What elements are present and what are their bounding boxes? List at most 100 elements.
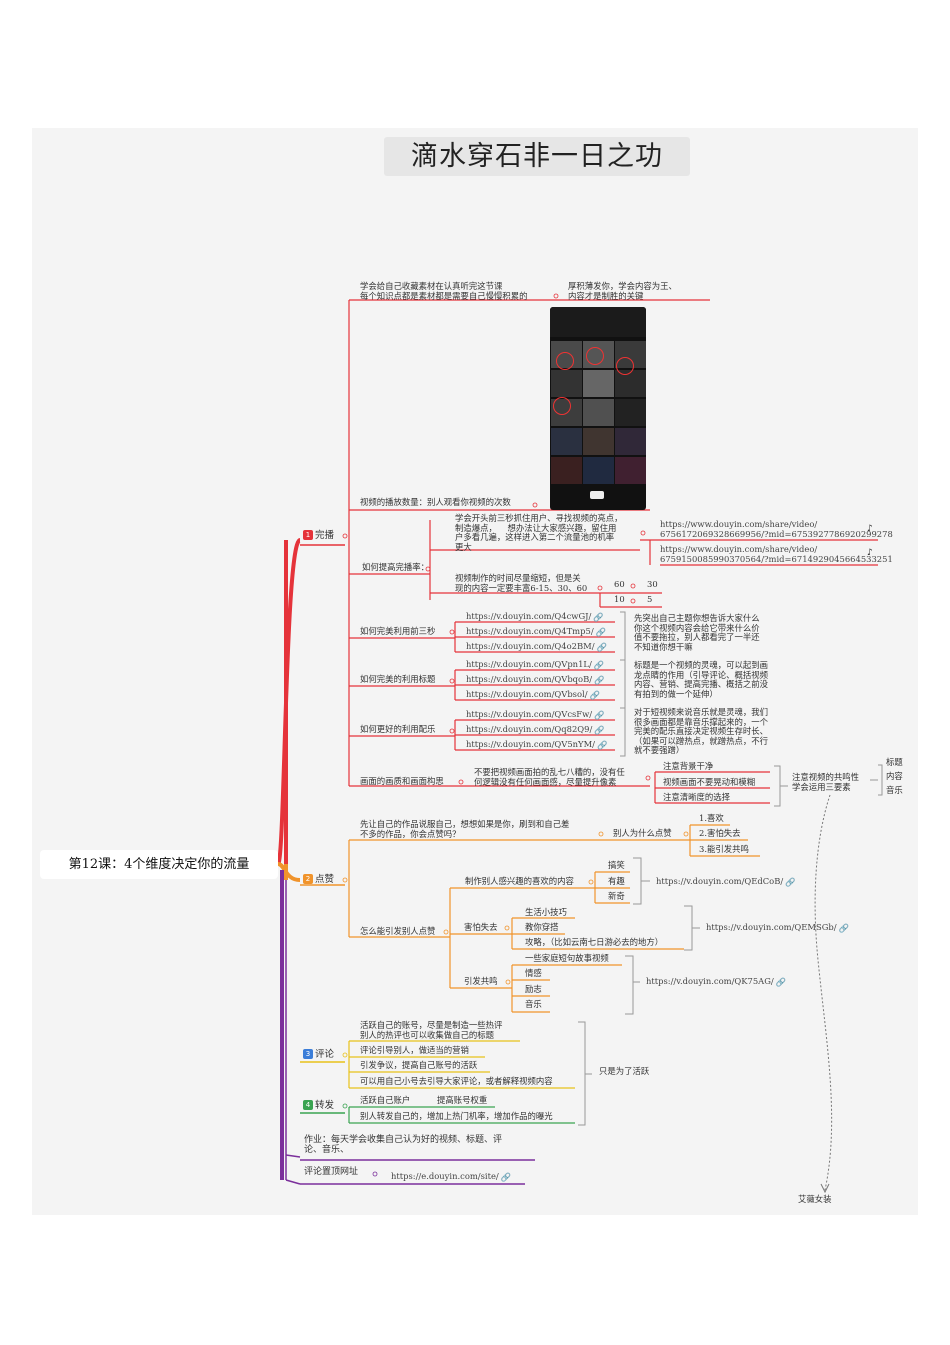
resonate-item: 一些家庭短句故事视频 [525,953,609,963]
fear-node: 害怕失去 [464,922,498,932]
titles-note: 标题是一个视频的灵魂，可以起到画 龙点睛的作用（引导评论、概括视频 内容、营销、… [634,660,768,699]
resonate-item: 情感 [525,968,542,978]
why-item: 1.喜欢 [699,813,724,823]
plays-node: 视频的播放数量：别人观看你视频的次数 [360,497,511,507]
page-title: 滴水穿石非一日之功 [384,137,690,176]
tiktok-icon: ♪ [867,524,873,534]
pin-link[interactable]: https://e.douyin.com/site/🔗 [391,1171,512,1182]
resonance-node: 注意视频的共鸣性 学会运用三要素 [792,772,859,792]
titles-link-2[interactable]: https://v.douyin.com/QVbqoB/🔗 [466,674,605,685]
branch-label: 完播 [315,530,335,541]
resonance-item: 标题 [886,757,903,767]
how-like-node: 怎么能引发别人点赞 [360,926,436,936]
link-icon: 🔗 [500,1172,512,1182]
quality-item: 视频画面不要晃动和模糊 [663,777,756,787]
link-a2[interactable]: https://www.douyin.com/share/video/ 6759… [660,544,893,564]
comment-item: 可以用自己小号去引导大家评论，或者解释视频内容 [360,1076,553,1086]
root-node: 第12课：4个维度决定你的流量 [40,850,278,879]
link-icon: 🔗 [775,977,787,987]
titles-node: 如何完美的利用标题 [360,674,436,684]
improve-a: 学会开头前三秒抓住用户、寻找视频的亮点， 制造爆点， 想办法让大家感兴趣，留住用… [455,513,623,552]
interest-link[interactable]: https://v.douyin.com/QEdCoB/🔗 [656,876,796,887]
music-link-2[interactable]: https://v.douyin.com/Qq82Q9/🔗 [466,724,605,735]
music-link-3[interactable]: https://v.douyin.com/QV5nYM/🔗 [466,739,608,750]
resonate-link[interactable]: https://v.douyin.com/QK75AG/🔗 [646,976,787,987]
improve-b: 视频制作的时间尽量缩短，但是关 现的内容一定要丰富6-15、30、60 [455,573,588,593]
like-question: 先让自己的作品说服自己，想想如果是你，刷到和自己差 不多的作品，你会点赞吗？ [360,819,570,839]
resonance-item: 音乐 [886,785,903,795]
mindmap-canvas [32,128,918,1215]
link-a1[interactable]: https://www.douyin.com/share/video/ 6756… [660,519,893,539]
fear-item: 攻略，（比如云南七日游必去的地方） [525,937,664,947]
resonate-item: 音乐 [525,999,542,1009]
first3-note: 先突出自己主题你想告诉大家什么 你这个视频内容会给它带来什么价 值不要拖拉，别人… [634,613,760,652]
pin-node: 评论置顶网址 [304,1167,359,1177]
resonate-node: 引发共鸣 [464,976,498,986]
improve-node: 如何提高完播率： [362,562,429,572]
share-item: 别人转发自己的，增加上热门机率，增加作品的曝光 [360,1111,553,1121]
resonate-item: 励志 [525,984,542,994]
duration-5: 5 [647,594,653,604]
homework-node: 作业：每天学会收集自己认为好的视频、标题、评 论、音乐、 [304,1135,503,1155]
resonance-item: 内容 [886,771,903,781]
first3-link-2[interactable]: https://v.douyin.com/Q4Tmp5/🔗 [466,626,607,637]
link-icon: 🔗 [594,675,605,685]
comment-item: 引发争议，提高自己账号的活跃 [360,1060,478,1070]
link-icon: 🔗 [785,877,796,887]
floating-topic: 艾薇女装 [798,1194,832,1204]
quality-item: 注意背景干净 [663,761,714,771]
music-note: 对于短视频来说音乐就是灵魂，我们 很多画面都是靠音乐撑起来的，一个 完美的配乐直… [634,707,768,756]
branch-label: 点赞 [315,874,335,885]
first3-link-3[interactable]: https://v.douyin.com/Q4o2BM/🔗 [466,641,607,652]
titles-link-3[interactable]: https://v.douyin.com/QVbsol/🔗 [466,689,600,700]
why-like-node: 别人为什么点赞 [613,828,672,838]
duration-60: 60 [614,579,625,589]
collect-node: 学会给自己收藏素材在认真听完这节课 每个知识点都是素材都是需要自己慢慢积累的 [360,281,528,301]
interest-node: 制作别人感兴趣的喜欢的内容 [465,876,574,886]
first3-node: 如何完美利用前三秒 [360,626,436,636]
link-icon: 🔗 [595,627,607,637]
quality-node: 画面的画质和画面构思 [360,776,444,786]
branch-number: 4 [303,1100,313,1110]
branch-number: 3 [303,1049,313,1059]
link-icon: 🔗 [589,690,600,700]
interest-item: 新奇 [608,891,625,901]
why-item: 2.害怕失去 [699,828,741,838]
fear-link[interactable]: https://v.douyin.com/QEMSGb/🔗 [706,922,850,933]
link-icon: 🔗 [596,642,607,652]
duration-30: 30 [647,579,658,589]
collect-note: 厚积薄发你，学会内容为王、 内容才是制胜的关键 [568,281,677,301]
link-icon: 🔗 [594,710,605,720]
share-item-weight: 提高账号权重 [437,1095,488,1105]
titles-link-1[interactable]: https://v.douyin.com/QVpn1L/🔗 [466,659,605,670]
link-icon: 🔗 [593,660,605,670]
link-icon: 🔗 [596,740,608,750]
branch-label: 转发 [315,1100,335,1111]
duration-10: 10 [614,594,625,604]
first3-link-1[interactable]: https://v.douyin.com/Q4cwGJ/🔗 [466,611,604,622]
link-icon: 🔗 [838,923,850,933]
video-grid-screenshot [550,307,646,510]
active-note: 只是为了活跃 [599,1066,650,1076]
share-item: 活跃自己账户 [360,1095,411,1105]
branch-number: 1 [303,530,313,540]
comment-item: 评论引导别人，做适当的营销 [360,1045,469,1055]
quality-desc: 不要把视频画面拍的乱七八糟的，没有任 何逻辑没有任何画面感，尽量提升像素 [474,767,625,787]
fear-item: 生活小技巧 [525,907,567,917]
why-item: 3.能引发共鸣 [699,844,749,854]
interest-item: 有趣 [608,876,625,886]
link-icon: 🔗 [594,725,605,735]
music-link-1[interactable]: https://v.douyin.com/QVcsFw/🔗 [466,709,605,720]
branch-label: 评论 [315,1049,335,1060]
tiktok-icon: ♪ [867,548,873,558]
branch-number: 2 [303,874,313,884]
fear-item: 教你穿搭 [525,922,559,932]
interest-item: 搞笑 [608,860,625,870]
quality-item: 注意清晰度的选择 [663,792,730,802]
link-icon: 🔗 [593,612,604,622]
comment-item: 活跃自己的账号，尽量是制造一些热评 别人的热评也可以收集做自己的标题 [360,1020,503,1040]
